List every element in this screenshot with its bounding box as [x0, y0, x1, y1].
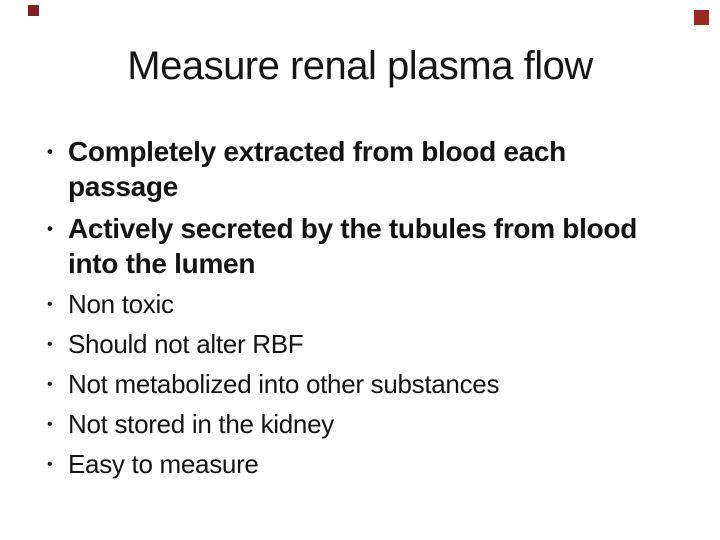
- bullet-text: Not metabolized into other substances: [68, 369, 500, 399]
- bullet-icon: •: [47, 456, 53, 473]
- bullet-item: • Not metabolized into other substances: [47, 368, 702, 401]
- bullet-text: Non toxic: [68, 289, 174, 319]
- bullet-item: • Should not alter RBF: [47, 328, 702, 361]
- bullet-item: • Easy to measure: [47, 448, 702, 481]
- bullet-item: • Completely extracted from blood each p…: [47, 134, 702, 204]
- bullet-text: Should not alter RBF: [68, 329, 304, 359]
- bullet-icon: •: [47, 142, 53, 161]
- bullet-text: Actively secreted by the tubules from bl…: [68, 213, 638, 279]
- bullet-text: Easy to measure: [68, 449, 259, 479]
- bullet-item: • Not stored in the kidney: [47, 408, 702, 441]
- red-accent-square-right: [694, 10, 709, 25]
- bullet-item: • Actively secreted by the tubules from …: [47, 211, 702, 281]
- bullet-item: • Non toxic: [47, 288, 702, 321]
- bullet-icon: •: [47, 416, 53, 433]
- bullet-icon: •: [47, 219, 53, 238]
- bullet-icon: •: [47, 296, 53, 313]
- bullet-icon: •: [47, 376, 53, 393]
- bullet-text: Completely extracted from blood each pas…: [68, 136, 566, 202]
- bullet-text: Not stored in the kidney: [68, 409, 334, 439]
- slide-title: Measure renal plasma flow: [127, 44, 593, 88]
- bullet-list: • Completely extracted from blood each p…: [47, 134, 702, 481]
- bullet-icon: •: [47, 336, 53, 353]
- red-accent-square-left: [28, 5, 39, 16]
